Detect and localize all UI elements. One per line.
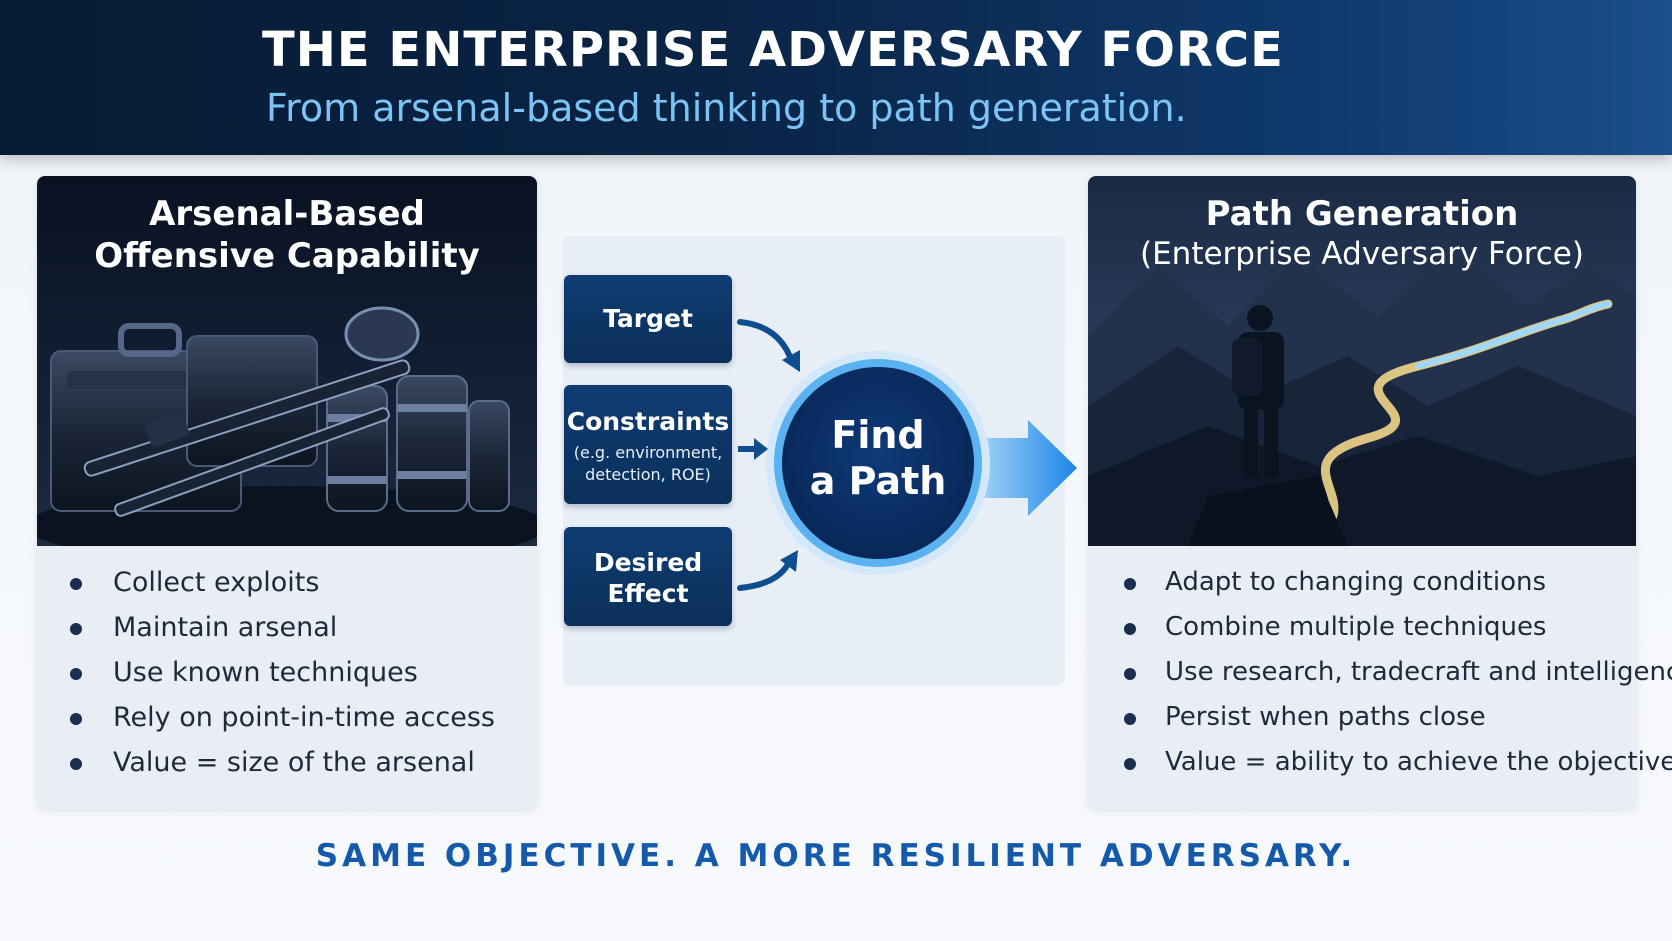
arsenal-panel: Arsenal-Based Offensive Capability Colle… xyxy=(37,176,537,809)
hub-label: Find a Path xyxy=(782,412,974,504)
list-item: Maintain arsenal xyxy=(37,605,537,650)
list-item: Persist when paths close xyxy=(1088,695,1636,740)
arsenal-heading-line1: Arsenal-Based xyxy=(149,194,425,234)
bullet-icon xyxy=(70,623,82,635)
bullet-icon xyxy=(1124,758,1136,770)
desired-effect-label-line2: Effect xyxy=(607,579,689,608)
bullet-icon xyxy=(1124,713,1136,725)
list-item-text: Value = ability to achieve the objective xyxy=(1165,747,1672,777)
list-item-text: Combine multiple techniques xyxy=(1165,612,1547,642)
output-arrow-icon xyxy=(960,420,1077,516)
list-item: Use research, tradecraft and intelligenc… xyxy=(1088,650,1672,695)
bullet-icon xyxy=(70,758,82,770)
list-item: Value = size of the arsenal xyxy=(37,740,537,785)
bullet-icon xyxy=(70,713,82,725)
list-item: Collect exploits xyxy=(37,560,537,605)
list-item-text: Maintain arsenal xyxy=(113,612,338,643)
list-item-text: Value = size of the arsenal xyxy=(113,747,475,778)
path-bullet-list: Adapt to changing conditions Combine mul… xyxy=(1088,560,1672,785)
arsenal-heading-line2: Offensive Capability xyxy=(94,236,480,276)
target-input-box: Target xyxy=(564,275,732,363)
list-item: Rely on point-in-time access xyxy=(37,695,537,740)
hub-label-line2: a Path xyxy=(809,459,947,503)
bullet-icon xyxy=(70,578,82,590)
desired-effect-input-box: Desired Effect xyxy=(564,527,732,626)
bullet-icon xyxy=(1124,668,1136,680)
list-item: Combine multiple techniques xyxy=(1088,605,1636,650)
list-item-text: Use known techniques xyxy=(113,657,418,688)
hub-circle xyxy=(782,367,974,559)
hub-label-line1: Find xyxy=(831,413,925,457)
path-heading-line1: Path Generation xyxy=(1205,194,1519,234)
bullet-icon xyxy=(1124,623,1136,635)
arsenal-bullet-list: Collect exploits Maintain arsenal Use kn… xyxy=(37,560,537,785)
page-subtitle: From arsenal-based thinking to path gene… xyxy=(266,86,1187,130)
bullet-icon xyxy=(1124,578,1136,590)
list-item: Value = ability to achieve the objective xyxy=(1088,740,1672,785)
list-item-text: Persist when paths close xyxy=(1165,702,1486,732)
target-label: Target xyxy=(603,304,693,333)
constraints-label: Constraints xyxy=(566,407,730,436)
constraints-note: (e.g. environment, detection, ROE) xyxy=(573,443,723,484)
path-generation-panel: Path Generation (Enterprise Adversary Fo… xyxy=(1088,176,1672,809)
list-item-text: Use research, tradecraft and intelligenc… xyxy=(1165,657,1672,687)
effect-arrow-icon xyxy=(737,557,793,591)
list-item-text: Adapt to changing conditions xyxy=(1165,567,1547,597)
constraints-input-box: Constraints (e.g. environment, detection… xyxy=(564,385,732,504)
path-heading-line2: (Enterprise Adversary Force) xyxy=(1140,236,1584,272)
list-item-text: Collect exploits xyxy=(113,567,320,598)
target-arrow-icon xyxy=(737,319,795,365)
bullet-icon xyxy=(70,668,82,680)
list-item: Adapt to changing conditions xyxy=(1088,560,1636,605)
list-item: Use known techniques xyxy=(37,650,537,695)
header-banner: THE ENTERPRISE ADVERSARY FORCE From arse… xyxy=(0,0,1672,155)
arsenal-image: Arsenal-Based Offensive Capability xyxy=(37,176,537,546)
page-title: THE ENTERPRISE ADVERSARY FORCE xyxy=(262,22,1284,78)
tagline: SAME OBJECTIVE. A MORE RESILIENT ADVERSA… xyxy=(315,838,1357,874)
path-generation-image: Path Generation (Enterprise Adversary Fo… xyxy=(1088,176,1636,546)
desired-effect-label-line1: Desired xyxy=(593,548,703,577)
list-item-text: Rely on point-in-time access xyxy=(113,702,495,733)
